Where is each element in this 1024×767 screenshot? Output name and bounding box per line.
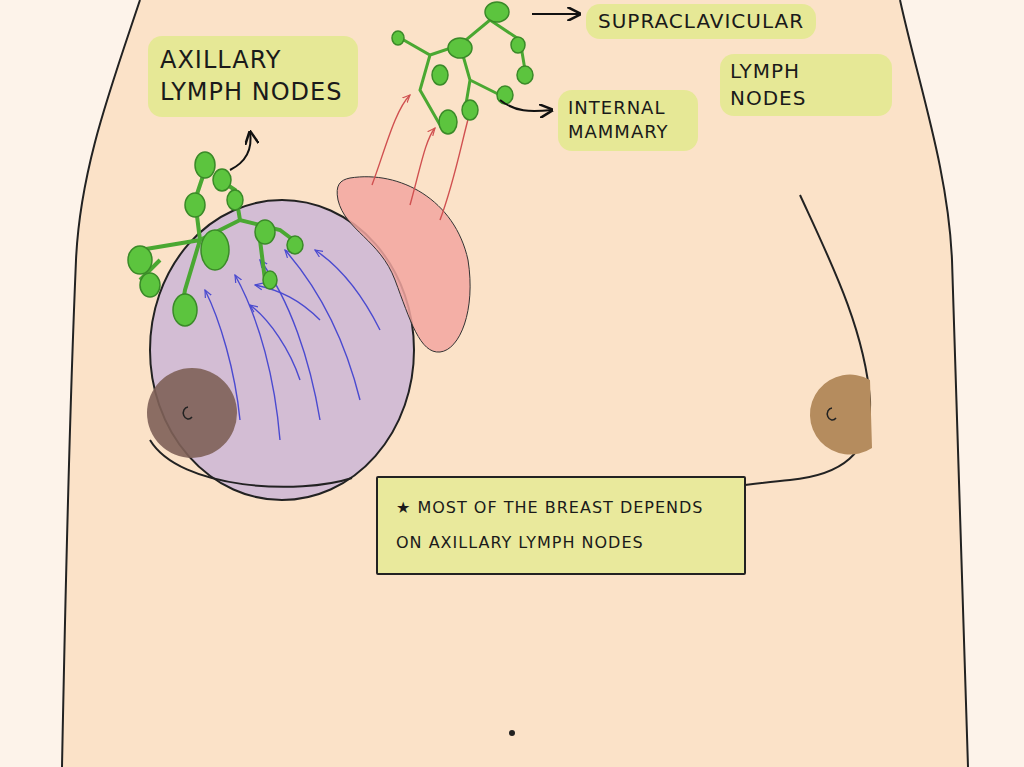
label-highlight: AXILLARY LYMPH NODES — [148, 36, 358, 117]
note-box: ★ MOST OF THE BREAST DEPENDS ON AXILLARY… — [376, 476, 746, 575]
node-label: SUPRACLAVICULAR — [598, 8, 804, 35]
node-label: AXILLARY LYMPH NODES — [160, 44, 346, 109]
note-text: ★ MOST OF THE BREAST DEPENDS ON AXILLARY… — [396, 490, 726, 560]
node-label: LYMPH NODES — [730, 58, 882, 112]
node-label: INTERNAL MAMMARY — [568, 96, 688, 145]
label-highlight: LYMPH NODES — [720, 54, 892, 116]
label-highlight: INTERNAL MAMMARY — [558, 90, 698, 151]
label-highlight: SUPRACLAVICULAR — [586, 4, 816, 39]
